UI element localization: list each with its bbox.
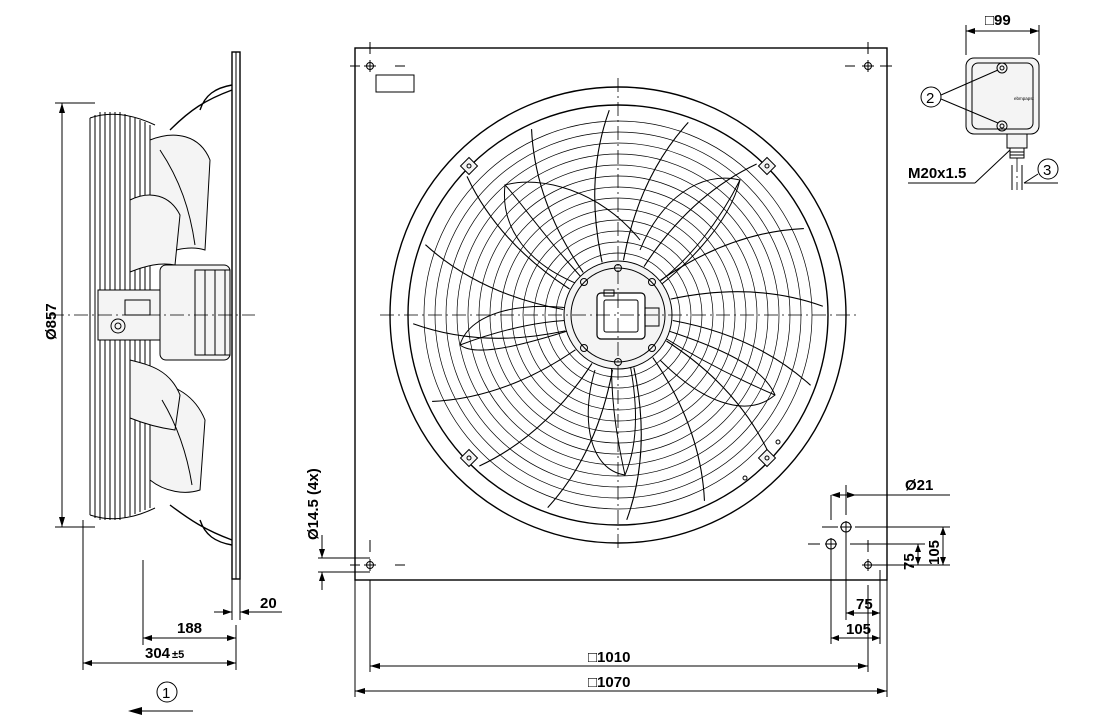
terminal-box-detail: ebmpapst □99 2 M20x1.5 3 [908, 12, 1059, 190]
guard-spoke [547, 369, 614, 508]
airflow-arrow-icon [128, 707, 142, 715]
terminal-gland-marker: 3 [1043, 162, 1051, 179]
front-inner-square-label: □1010 [588, 649, 630, 666]
side-diameter-label: Ø857 [43, 303, 60, 340]
guard-spoke [425, 244, 564, 311]
guard-spoke [666, 340, 770, 454]
side-view: Ø857 20 188 304±5 1 [43, 51, 282, 715]
terminal-cable-gland [1006, 133, 1028, 149]
terminal-size-label: □99 [985, 12, 1011, 29]
front-outer-square-label: □1070 [588, 674, 630, 691]
detail-offset-large-horizontal: 105 [846, 621, 871, 638]
guard-spoke [479, 363, 593, 467]
guard-spoke [626, 367, 642, 520]
front-corner-holes [364, 60, 874, 571]
airflow-marker-number: 1 [162, 685, 170, 702]
terminal-gland-label: M20x1.5 [908, 165, 966, 182]
guard-spoke [432, 349, 576, 403]
guard-spoke [622, 122, 689, 261]
front-guard-spokes [413, 110, 823, 520]
detail-offset-small-vertical: 75 [901, 553, 918, 570]
airflow-marker-circle [156, 681, 178, 703]
front-view [350, 42, 892, 581]
front-dimensions: Ø14.5 (4x) □1010 □1070 Ø21 75 105 [305, 468, 950, 697]
guard-spoke [594, 110, 610, 263]
guard-spoke [670, 291, 823, 307]
guard-spoke [643, 163, 757, 267]
side-impeller-blades [129, 134, 211, 493]
terminal-gland-marker-circle [1037, 158, 1059, 180]
side-inlet-nozzle [169, 84, 233, 546]
terminal-brand-text: ebmpapst [1014, 96, 1035, 101]
front-mount-hole-detail [808, 485, 852, 550]
guard-ring [544, 241, 692, 389]
guard-spoke [652, 357, 706, 501]
terminal-screw-bottom [996, 120, 1008, 132]
terminal-box-body [965, 57, 1040, 135]
detail-offset-large-vertical: 105 [926, 540, 943, 565]
terminal-screw-marker-circle [920, 86, 942, 108]
detail-hole-diameter-label: Ø21 [905, 477, 933, 494]
side-overall-depth-label: 304±5 [145, 645, 184, 662]
front-label-plate [375, 74, 415, 93]
side-hub-depth-label: 188 [177, 620, 202, 637]
guard-ring [522, 219, 714, 411]
guard-spoke [660, 227, 804, 281]
terminal-screw-marker: 2 [926, 90, 934, 107]
guard-spoke [413, 323, 566, 339]
side-flange-thickness-label: 20 [260, 595, 277, 612]
guard-spoke [530, 129, 584, 273]
detail-offset-small-horizontal: 75 [856, 596, 873, 613]
front-guard-clamps [459, 156, 777, 468]
terminal-screw-top [996, 62, 1008, 74]
side-motor-hub [97, 264, 231, 361]
front-mounting-plate [354, 47, 888, 581]
guard-spoke [672, 319, 811, 386]
guard-spoke [466, 176, 570, 290]
front-hole-diameter-label: Ø14.5 (4x) [305, 468, 322, 540]
